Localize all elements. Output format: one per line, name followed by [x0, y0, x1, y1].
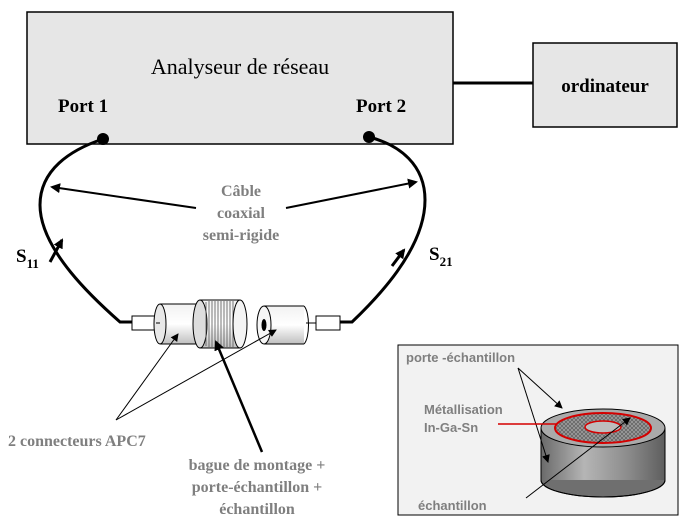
inset-metal-label-2: In-Ga-Sn — [424, 420, 478, 435]
sample-holder-cylinder — [540, 408, 666, 498]
sample-holder-inset: porte -échantillon Métallisation In-Ga-S… — [397, 344, 679, 516]
port2-label: Port 2 — [356, 96, 406, 117]
cable-label-line3: semi-rigide — [203, 227, 279, 244]
connector-pointer-right — [115, 329, 277, 421]
inset-holder-pointer-1 — [517, 367, 563, 409]
cable-label-line2: coaxial — [217, 205, 266, 222]
connector-assembly — [131, 299, 341, 349]
ring-label-line1: bague de montage + — [189, 457, 326, 474]
cable-label: Câble coaxial semi-rigide — [203, 183, 279, 244]
cable-label-line1: Câble — [221, 183, 261, 200]
ring-label-line3: échantillon — [219, 501, 295, 518]
inset-metal-label-1: Métallisation — [424, 402, 503, 417]
inset-holder-pointer-2 — [517, 367, 550, 463]
s11-arrow — [48, 238, 64, 263]
ring-label-line2: porte-échantillon + — [192, 479, 322, 496]
cable-pointer-right — [285, 178, 418, 209]
inset-sample-label: échantillon — [418, 498, 487, 513]
cable-pointer-left — [50, 183, 197, 209]
port2-connector — [363, 131, 375, 143]
ring-label: bague de montage + porte-échantillon + é… — [189, 457, 326, 518]
s11-symbol: S — [16, 246, 27, 267]
left-apc7-connector — [153, 303, 200, 345]
inset-holder-label: porte -échantillon — [406, 350, 515, 365]
s21-label: S21 — [429, 244, 453, 269]
sample-disc — [584, 420, 622, 434]
ring-pointer — [214, 340, 264, 453]
s11-subscript: 11 — [27, 256, 39, 271]
analyzer-title: Analyseur de réseau — [151, 54, 329, 79]
inset-sample-pointer — [525, 417, 631, 499]
s21-symbol: S — [429, 244, 440, 265]
cable-left — [38, 137, 132, 324]
right-apc7-connector — [256, 305, 309, 345]
s21-arrow — [390, 248, 406, 267]
network-analyzer-box: Analyseur de réseau Port 1 Port 2 — [26, 11, 454, 145]
port1-label: Port 1 — [58, 96, 108, 117]
cable-right — [340, 135, 427, 324]
connector-pointer-left — [115, 333, 179, 421]
computer-label: ordinateur — [561, 76, 649, 97]
mounting-ring — [192, 299, 248, 349]
s11-label: S11 — [16, 246, 39, 271]
s21-subscript: 21 — [440, 254, 453, 269]
connectors-label: 2 connecteurs APC7 — [8, 433, 146, 450]
port1-connector — [97, 133, 109, 145]
computer-box: ordinateur — [532, 42, 678, 128]
